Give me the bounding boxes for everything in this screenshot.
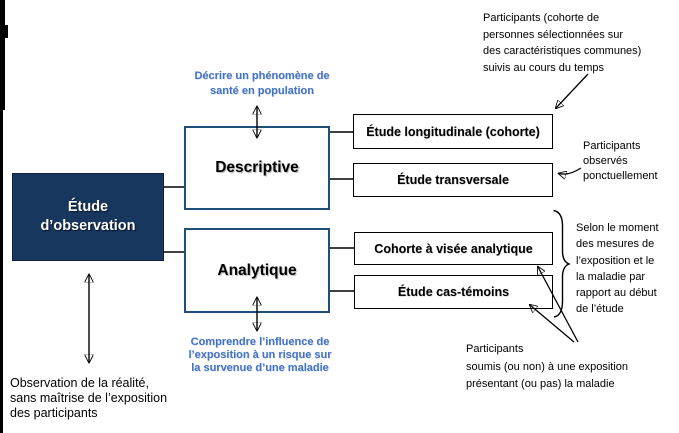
slide-left-edge-bump	[0, 25, 8, 38]
descriptive-box: Descriptive	[184, 126, 330, 210]
transversale-participants-note: Participants observés ponctuellement	[583, 140, 658, 182]
participants-exposure-note: Participants soumis (ou non) à une expos…	[466, 343, 629, 391]
cohorte-visee-analytique-box: Cohorte à visée analytique	[354, 232, 553, 265]
etude-cas-temoins-box: Étude cas-témoins	[354, 275, 553, 309]
cohorte-participants-note: Participants (cohorte de personnes sélec…	[483, 12, 642, 74]
arrow-participants-note-to-cas-temoins	[530, 305, 575, 343]
etude-longitudinale-box: Étude longitudinale (cohorte)	[353, 114, 553, 149]
analytique-box: Analytique	[184, 228, 330, 313]
analytique-goal-text: Comprendre l’influence de l’exposition à…	[188, 336, 332, 374]
timing-note: Selon le moment des mesures de l’exposit…	[576, 222, 659, 316]
arrow-cohorte-note-to-longitudinale	[556, 73, 589, 108]
etude-transversale-box: Étude transversale	[353, 163, 553, 197]
arrow-transversale-note-to-box	[559, 167, 582, 174]
etude-observation-box: Étude d’observation	[12, 173, 164, 261]
descriptive-goal-text: Décrire un phénomène de santé en populat…	[194, 70, 330, 97]
observation-reality-note: Observation de la réalité, sans maîtrise…	[10, 376, 168, 420]
slide-left-edge-line	[0, 0, 3, 433]
slide-left-edge-thick-segment	[0, 0, 5, 110]
curly-brace-analytic-studies	[553, 209, 571, 318]
